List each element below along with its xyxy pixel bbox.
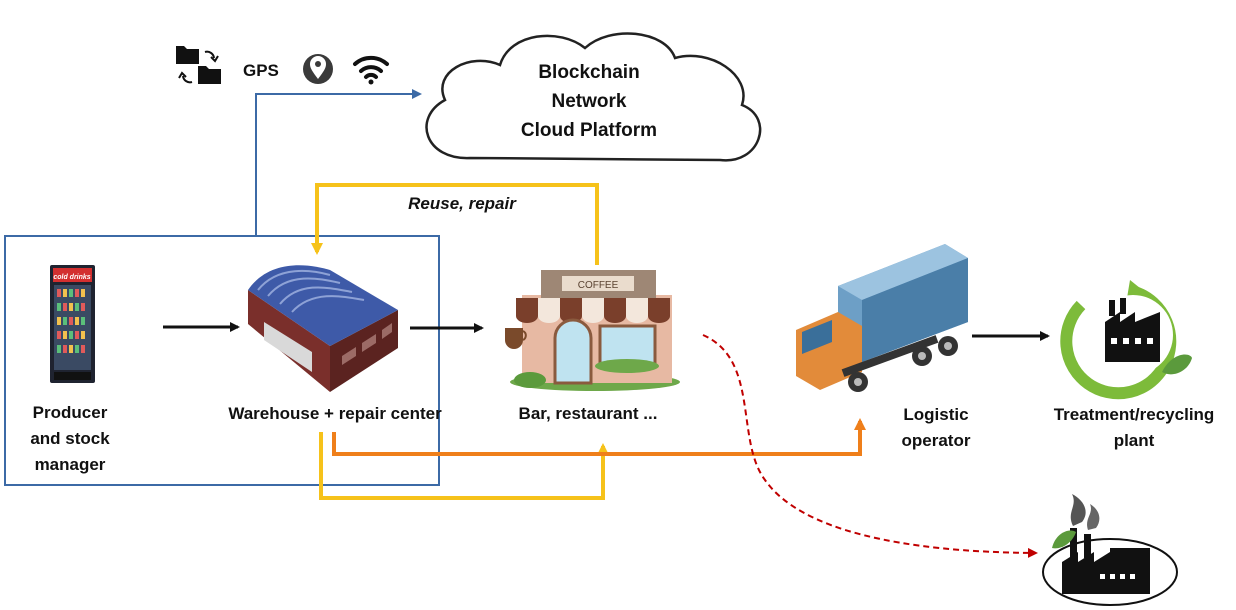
producer-label-line2: and stock (30, 429, 110, 448)
coffee-shop-icon: COFFEE (505, 270, 680, 391)
disposal-dashed-arrow (702, 334, 1038, 558)
drinks-fridge-icon: cold drinks (50, 265, 95, 383)
warehouse-icon (248, 265, 398, 392)
fridge-brand-label: cold drinks (53, 274, 90, 281)
recycling-plant-icon (1060, 280, 1192, 400)
blockchain-cloud: Blockchain Network Cloud Platform (425, 32, 762, 162)
coffee-sign-text: COFFEE (578, 280, 619, 291)
reuse-repair-label: Reuse, repair (408, 194, 517, 213)
location-pin-icon (303, 54, 333, 84)
bar-label: Bar, restaurant ... (519, 404, 658, 423)
producer-label-line3: manager (35, 455, 106, 474)
reuse-repair-arrow (311, 183, 599, 265)
file-sync-icon (176, 46, 221, 84)
producer-warehouse-group-frame (4, 235, 440, 486)
logistic-label-line1: Logistic (903, 405, 968, 424)
polluting-factory-icon (1042, 494, 1178, 606)
end-of-life-transport-arrow (332, 418, 866, 456)
wifi-icon (353, 55, 389, 85)
recycling-label-line1: Treatment/recycling (1054, 405, 1215, 424)
logistic-label-line2: operator (902, 431, 971, 450)
cloud-title-line2: Network (552, 91, 627, 112)
recycling-label-line2: plant (1114, 431, 1155, 450)
truck-icon (796, 244, 968, 392)
producer-label-line1: Producer (33, 403, 108, 422)
cloud-title-line3: Cloud Platform (521, 120, 657, 141)
gps-label: GPS (243, 61, 279, 80)
cloud-title-line1: Blockchain (538, 62, 639, 83)
supply-loop-arrow (319, 432, 609, 500)
warehouse-label: Warehouse + repair center (228, 404, 442, 423)
blockchain-data-link-arrow (255, 89, 422, 236)
